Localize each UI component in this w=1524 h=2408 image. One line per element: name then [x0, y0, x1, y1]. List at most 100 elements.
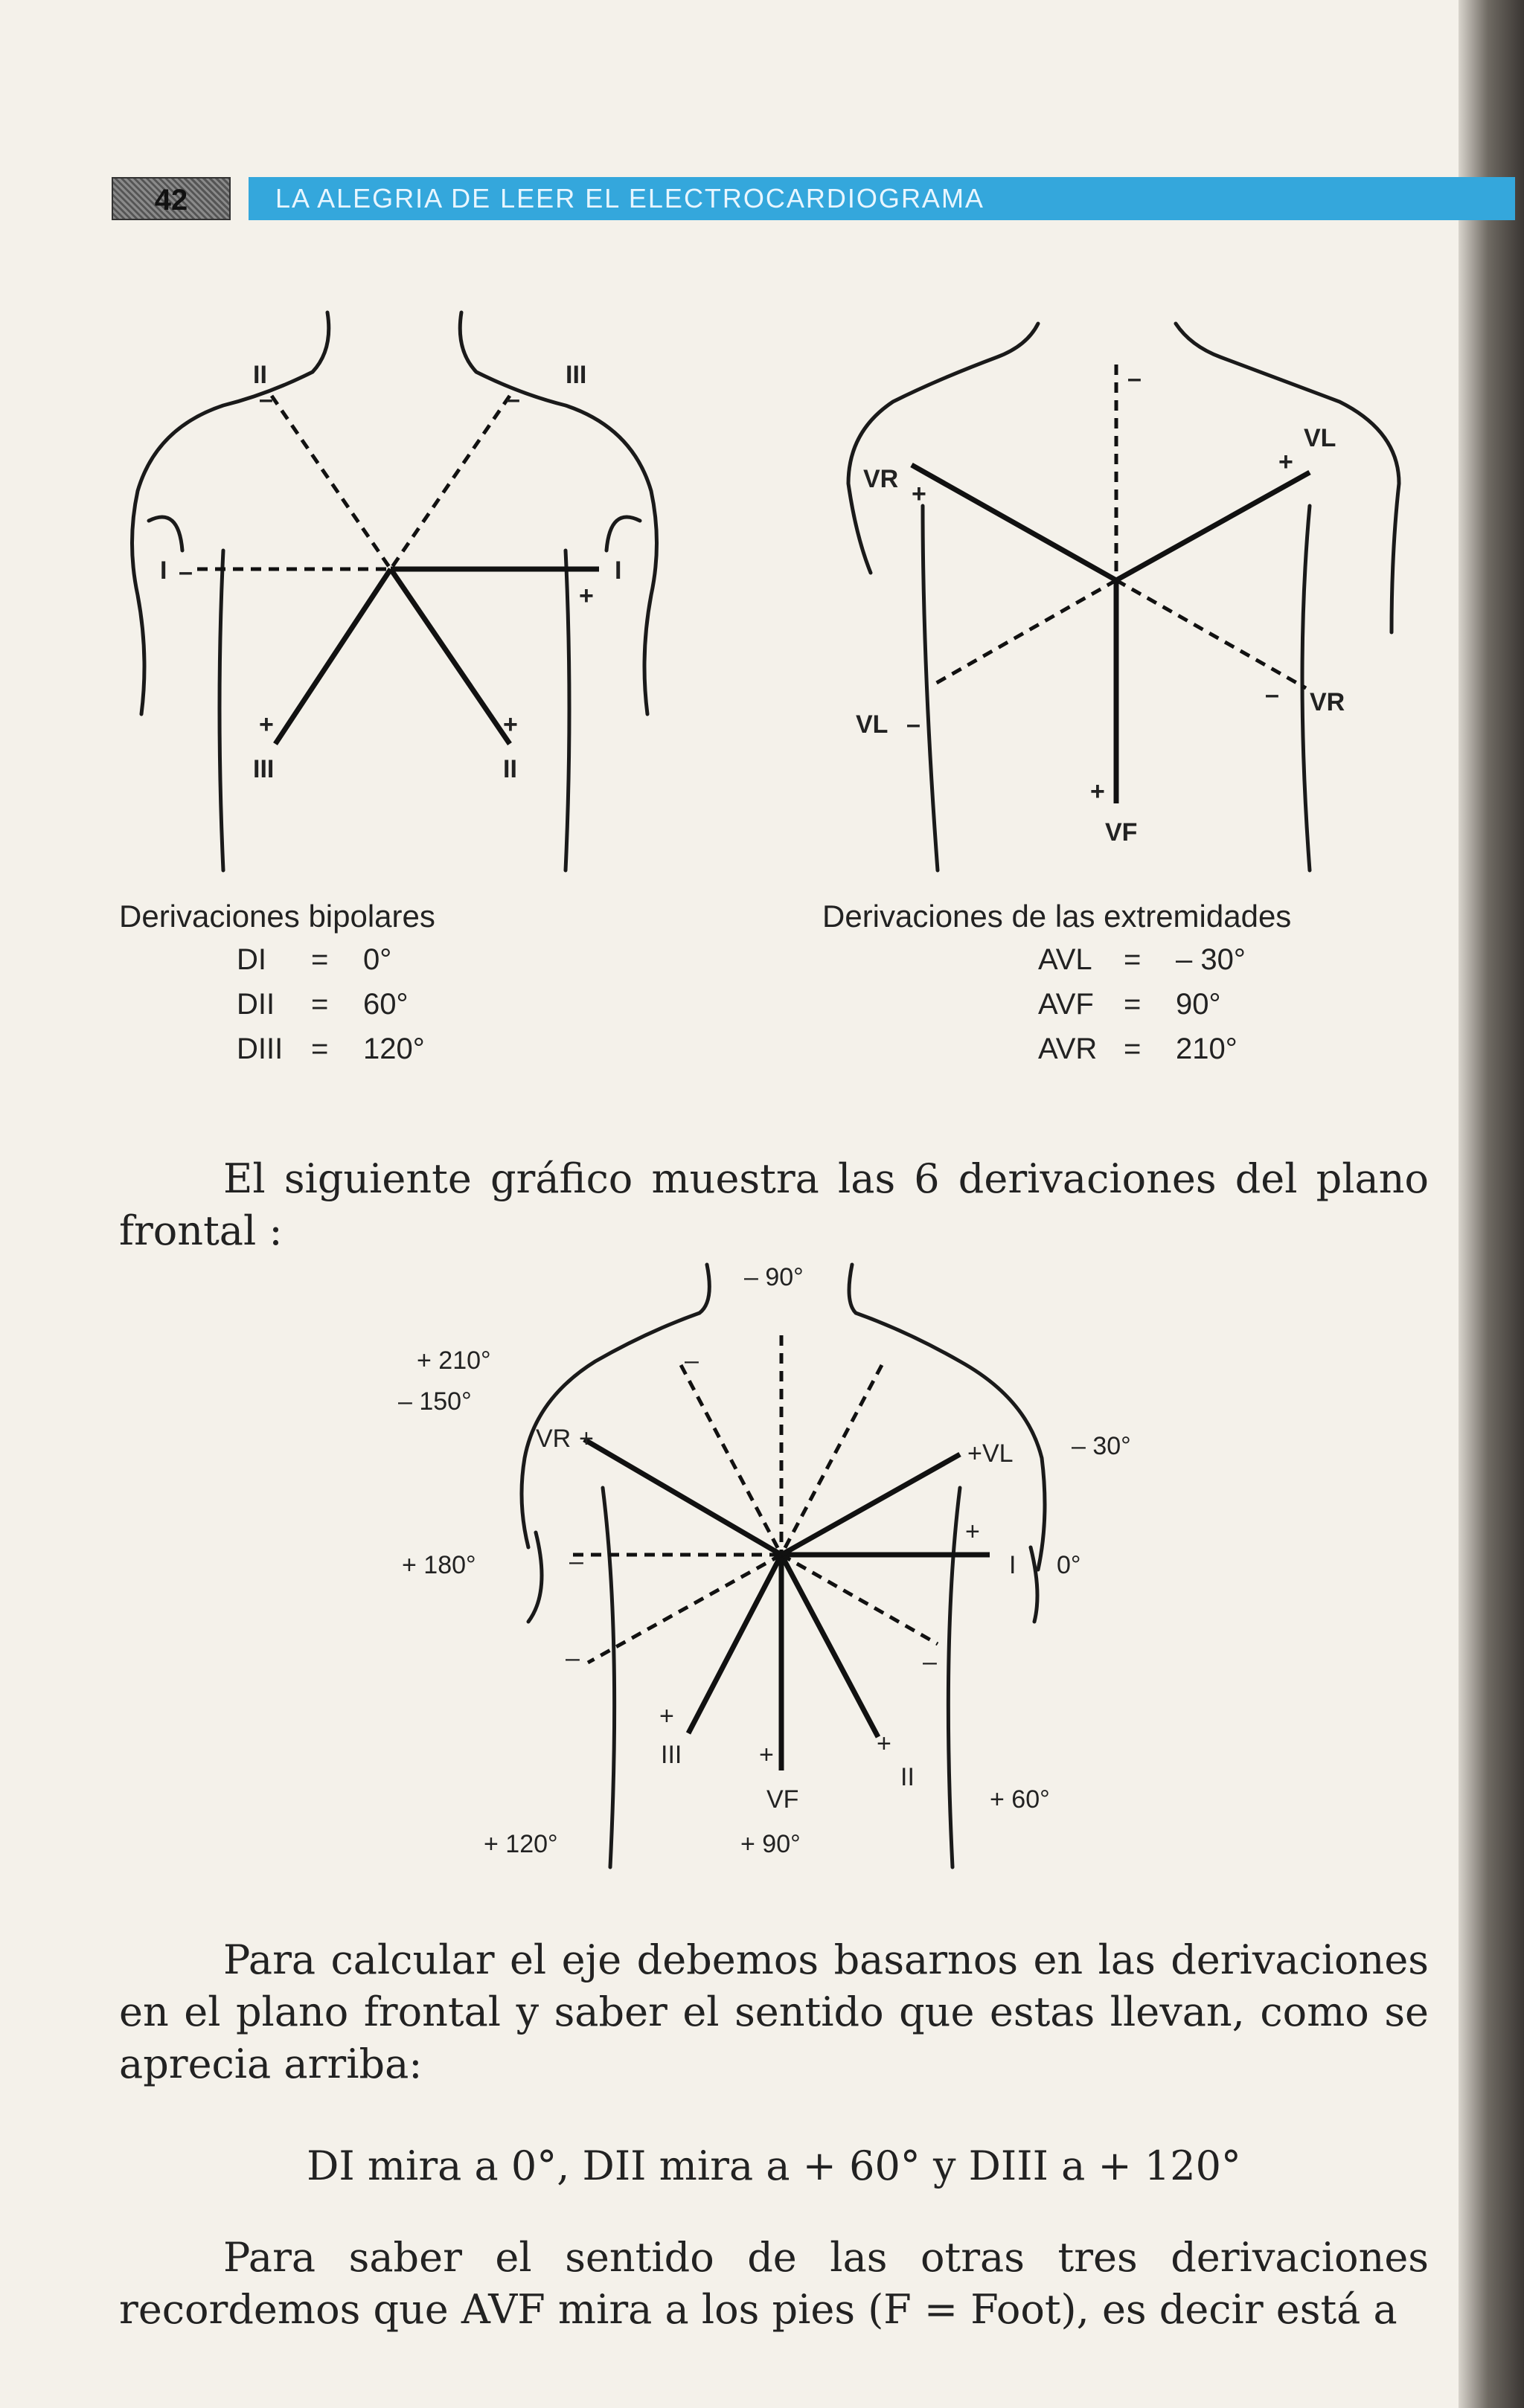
paragraph-calcular-eje: Para calcular el eje debemos basarnos en…	[119, 1936, 1429, 2087]
label-vl: VL	[982, 1439, 1014, 1468]
figure-frontal-plane: – 90° + 210° – 150° – 30° + 180° 0° + 12…	[398, 1262, 1131, 1869]
page-edge-shadow	[1459, 0, 1524, 2408]
sign-minus-avf-top: –	[1127, 365, 1142, 393]
torso-outline-right	[847, 1262, 1047, 1572]
label-vr: VR	[536, 1425, 571, 1453]
lead-avr-negative-dashed	[780, 1553, 939, 1646]
equals-sign: =	[1124, 988, 1142, 1021]
lead-angle: 60°	[363, 988, 409, 1021]
lead-iii-negative-dashed	[388, 394, 512, 571]
equals-sign: =	[311, 1033, 329, 1065]
figure-bipolar-leads: II – III – I – I + + III + II	[130, 310, 659, 873]
sign-plus-vr-top: +	[912, 480, 926, 508]
label-vf: VF	[766, 1785, 798, 1814]
paragraph-otras-derivaciones: Para saber el sentido de las otras tres …	[119, 2234, 1429, 2333]
angle-plus-210: + 210°	[417, 1346, 491, 1375]
torso-outline-right	[458, 310, 659, 716]
label-vl-bottom: VL	[856, 710, 888, 739]
sign-minus-i: –	[569, 1547, 583, 1576]
torso-side-left	[217, 548, 225, 873]
lead-avr-positive-solid	[583, 1436, 783, 1558]
angle-plus-180: + 180°	[402, 1551, 476, 1579]
page-number: 42	[112, 177, 231, 220]
lead-iii-positive-solid	[685, 1553, 784, 1735]
sign-plus-iii-bottom: +	[259, 710, 274, 739]
label-vr-top: VR	[863, 465, 898, 493]
paragraph-intro-frontal: El siguiente gráfico muestra las 6 deriv…	[119, 1155, 1429, 1254]
torso-side-left	[601, 1486, 617, 1869]
caption-limb-title: Derivaciones de las extremidades	[822, 899, 1292, 934]
angle-plus-120: + 120°	[484, 1830, 558, 1858]
caption-bipolar-row-1: DI=0°	[237, 943, 391, 977]
equals-sign: =	[311, 988, 329, 1021]
label-i-left: I	[160, 556, 167, 585]
lead-avr-negative-dashed	[1115, 578, 1307, 690]
label-iii: III	[661, 1741, 682, 1769]
caption-bipolar-row-2: DII = 60°	[237, 988, 409, 1021]
label-iii-top: III	[566, 361, 586, 389]
label-vf: VF	[1105, 818, 1137, 847]
angle-plus-90: + 90°	[740, 1830, 801, 1858]
caption-limb-row-1: AVL=– 30°	[1038, 943, 1246, 977]
torso-side-right	[563, 548, 572, 873]
sign-minus-vl: –	[566, 1644, 580, 1672]
label-vr-bottom: VR	[1310, 688, 1345, 716]
equals-sign: =	[1124, 943, 1142, 976]
lead-angle: 0°	[363, 943, 392, 976]
angle-minus-30: – 30°	[1072, 1432, 1131, 1460]
sign-minus-vr: –	[923, 1648, 937, 1676]
caption-limb-row-3: AVR=210°	[1038, 1033, 1238, 1066]
sign-plus-ii: +	[877, 1730, 891, 1758]
caption-bipolar-row-3: DIII=120°	[237, 1033, 425, 1066]
lead-avr-positive-solid	[910, 462, 1118, 583]
angle-minus-90: – 90°	[744, 1263, 804, 1291]
equals-sign: =	[311, 943, 329, 976]
lead-angle: 90°	[1176, 988, 1221, 1021]
lead-avl-positive-solid	[1115, 469, 1311, 583]
sign-plus-i: +	[965, 1518, 980, 1546]
torso-outline-left	[519, 1262, 711, 1550]
figure-limb-leads: – VR + VL + VL – VR – + VF	[846, 321, 1401, 873]
torso-side-right	[946, 1486, 962, 1869]
sign-plus-vl-top: +	[1278, 448, 1293, 476]
torso-outline-left	[130, 310, 331, 716]
lead-ii-positive-solid	[388, 568, 512, 745]
sign-minus-i-left: –	[179, 558, 193, 586]
sign-plus-vf: +	[1090, 777, 1105, 806]
label-i-right: I	[615, 556, 621, 585]
sign-plus-vf: +	[759, 1741, 774, 1769]
sign-minus-iii-top: –	[685, 1346, 699, 1375]
sign-plus-ii-bottom: +	[503, 710, 518, 739]
lead-avl-negative-dashed	[586, 1553, 783, 1665]
torso-outline-left	[846, 321, 1040, 575]
torso-side-left	[921, 504, 940, 873]
torso-side-right	[1300, 504, 1312, 873]
leads-direction-line: DI mira a 0°, DII mira a + 60° y DIII a …	[307, 2142, 1241, 2189]
label-i: I	[1009, 1551, 1016, 1579]
sign-plus-vr: +	[579, 1425, 594, 1453]
lead-ii-negative-dashed	[779, 1364, 884, 1556]
label-ii-top: II	[253, 361, 267, 389]
running-title: LA ALEGRIA DE LEER EL ELECTROCARDIOGRAMA	[249, 177, 1515, 220]
label-ii: II	[900, 1763, 915, 1791]
label-ii-bottom: II	[503, 755, 517, 783]
lead-name: AVR	[1038, 1033, 1098, 1065]
lead-name: DII	[237, 988, 275, 1021]
lead-iii-positive-solid	[273, 568, 393, 745]
arm-crease-left	[147, 515, 185, 553]
sign-minus-ii-top: –	[259, 385, 273, 414]
equals-sign: =	[1124, 1033, 1142, 1065]
angle-minus-150: – 150°	[398, 1387, 472, 1416]
sign-minus-vl-bottom: –	[906, 710, 921, 739]
sign-minus-iii-top: –	[506, 385, 520, 414]
lead-iii-negative-dashed	[679, 1364, 784, 1556]
sign-plus-i-right: +	[579, 582, 594, 610]
angle-zero: 0°	[1057, 1551, 1081, 1579]
caption-bipolar-title: Derivaciones bipolares	[119, 899, 435, 934]
sign-plus-vl: +	[967, 1439, 982, 1468]
lead-angle: 120°	[363, 1033, 425, 1065]
lead-name: AVF	[1038, 988, 1094, 1021]
sign-plus-iii: +	[659, 1702, 674, 1730]
arm-crease-right	[604, 515, 642, 553]
